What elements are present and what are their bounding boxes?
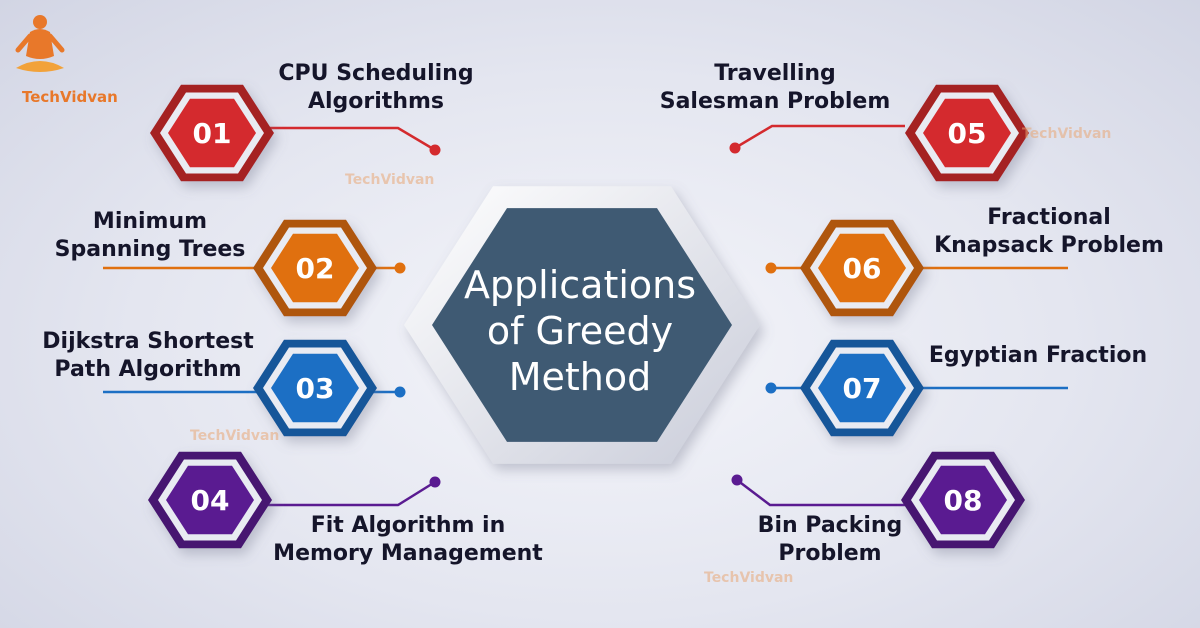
hexagon-inner — [919, 465, 1007, 535]
brand-name: TechVidvan — [22, 88, 118, 106]
watermark-text: TechVidvan — [190, 428, 280, 444]
connector-dot — [429, 144, 441, 156]
connector-dot — [394, 386, 406, 398]
hexagon-inner — [271, 353, 359, 423]
watermark-text: TechVidvan — [345, 172, 435, 188]
number-hexagon-01: 01 — [150, 84, 274, 182]
item-label-05: Travelling Salesman Problem — [659, 61, 891, 114]
item-number: 06 — [843, 252, 882, 285]
meditating-figure-icon — [15, 15, 65, 72]
item-label-03: Dijkstra Shortest Path Algorithm — [42, 329, 254, 382]
number-hexagon-03: 03 — [253, 339, 377, 437]
connector-dot — [765, 382, 777, 394]
item-label-01: CPU Scheduling Algorithms — [278, 61, 474, 114]
hexagon-inner — [166, 465, 254, 535]
connector-line — [255, 480, 436, 507]
watermark-text: TechVidvan — [704, 570, 794, 586]
hexagon-inner — [818, 233, 906, 303]
diagram-title: Applications of Greedy Method — [430, 262, 730, 400]
item-label-02: Minimum Spanning Trees — [54, 209, 246, 262]
connector-line — [734, 124, 905, 150]
connector-dot — [429, 476, 441, 488]
item-number: 01 — [193, 117, 232, 150]
connector-dot — [729, 142, 741, 154]
connector-line — [736, 479, 905, 507]
connector-dot — [731, 474, 743, 486]
connector-line — [268, 126, 436, 152]
item-number: 02 — [296, 252, 335, 285]
center-hexagon — [404, 186, 760, 464]
techvidvan-logo: TechVidvan — [10, 10, 118, 106]
connector-dot — [394, 262, 406, 274]
item-number: 07 — [843, 372, 882, 405]
title-line: Method — [508, 355, 652, 399]
title-line: of Greedy — [486, 309, 674, 353]
item-label-07: Egyptian Fraction — [928, 343, 1148, 368]
item-number: 08 — [944, 484, 983, 517]
number-hexagon-04: 04 — [148, 451, 272, 549]
item-label-04: Fit Algorithm in Memory Management — [273, 513, 543, 566]
number-hexagon-08: 08 — [901, 451, 1025, 549]
item-number: 04 — [191, 484, 230, 517]
connector-dot — [765, 262, 777, 274]
watermark-text: TechVidvan — [1022, 126, 1112, 142]
number-hexagon-05: 05 — [905, 84, 1029, 182]
hexagon-inner — [168, 98, 256, 168]
item-label-06: Fractional Knapsack Problem — [934, 205, 1164, 258]
item-label-08: Bin Packing Problem — [757, 513, 903, 566]
center-hexagon-fill — [432, 208, 732, 442]
item-number: 05 — [948, 117, 987, 150]
number-hexagon-07: 07 — [800, 339, 924, 437]
number-hexagon-02: 02 — [253, 219, 377, 317]
hexagon-inner — [271, 233, 359, 303]
number-hexagon-06: 06 — [800, 219, 924, 317]
hexagon-inner — [818, 353, 906, 423]
hexagon-inner — [923, 98, 1011, 168]
item-number: 03 — [296, 372, 335, 405]
title-line: Applications — [463, 263, 697, 307]
number-hexagons: 01 02 03 04 05 06 07 08 — [148, 84, 1029, 549]
